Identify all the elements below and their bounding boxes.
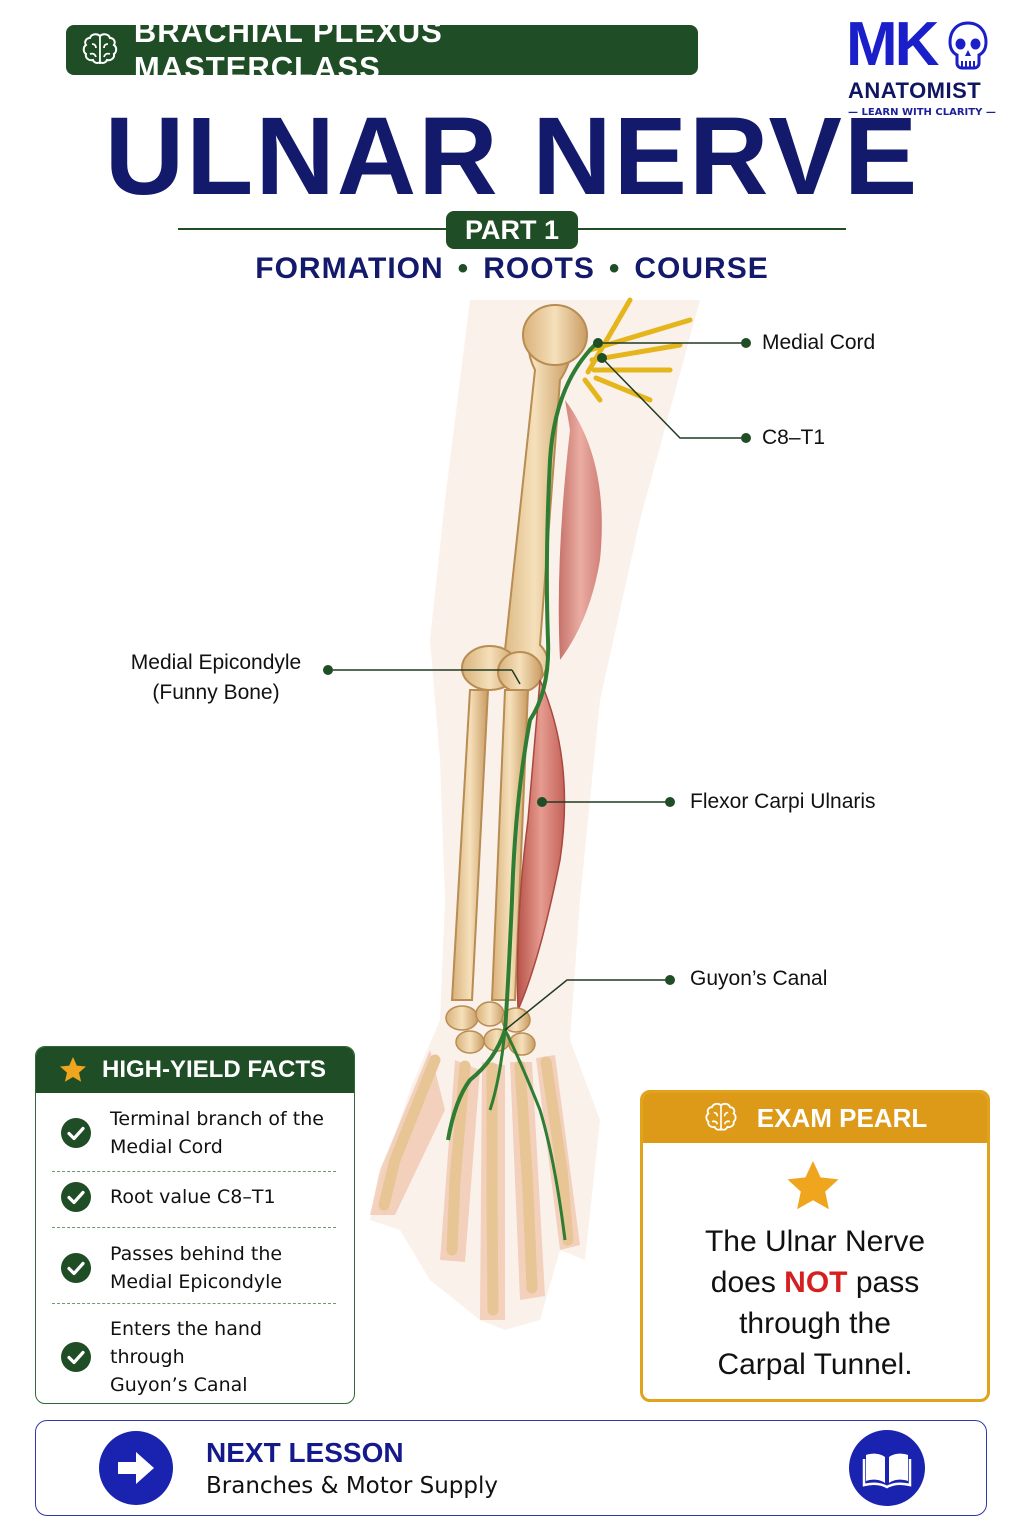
subtitle-course: COURSE	[634, 252, 769, 285]
pearl-line: does NOT pass	[643, 1262, 987, 1303]
subtitle-formation: FORMATION	[255, 252, 444, 285]
pearl-line: through the	[739, 1307, 891, 1340]
title-rule-left	[178, 228, 448, 230]
brain-icon	[705, 1102, 737, 1131]
fact-item: Root value C8–T1	[52, 1181, 336, 1213]
label-epicondyle-line1: Medial Epicondyle	[130, 651, 302, 674]
fact-line: Guyon’s Canal	[110, 1374, 248, 1396]
fact-line: Passes behind the	[110, 1243, 283, 1265]
label-flexor-carpi-ulnaris: Flexor Carpi Ulnaris	[690, 790, 876, 813]
fact-line: Medial Epicondyle	[110, 1271, 283, 1293]
page-title: ULNAR NERVE	[104, 95, 920, 218]
next-lesson-bar[interactable]: NEXT LESSON Branches & Motor Supply	[35, 1420, 987, 1516]
label-medial-epicondyle: Medial Epicondyle (Funny Bone)	[96, 648, 336, 708]
next-lesson-topic: Branches & Motor Supply	[206, 1473, 498, 1499]
logo-name: ANATOMIST	[848, 78, 982, 103]
pearl-text-post: pass	[847, 1266, 920, 1299]
facts-header: HIGH-YIELD FACTS	[36, 1047, 354, 1093]
pearl-line: The Ulnar Nerve	[704, 1225, 926, 1258]
fact-divider	[52, 1171, 336, 1172]
upper-arm-muscle	[558, 400, 602, 660]
label-c8-t1: C8–T1	[762, 426, 826, 449]
facts-heading: HIGH-YIELD FACTS	[102, 1056, 327, 1083]
fact-divider	[52, 1303, 336, 1304]
next-lesson-label: NEXT LESSON	[206, 1437, 404, 1468]
part-badge: PART 1	[446, 211, 578, 249]
star-icon	[787, 1161, 839, 1210]
pearl-not: NOT	[784, 1266, 848, 1299]
subtitle-separator: •	[608, 252, 621, 285]
carpal-bones	[445, 1001, 536, 1056]
fact-line: Enters the hand through	[110, 1318, 262, 1368]
finger-bones	[378, 1054, 574, 1316]
title-rule-right	[576, 228, 846, 230]
label-medial-cord: Medial Cord	[762, 331, 876, 354]
star-icon	[60, 1057, 86, 1082]
pearl-heading: EXAM PEARL	[756, 1102, 928, 1133]
radius	[450, 689, 490, 1001]
banner-title: BRACHIAL PLEXUS MASTERCLASS	[133, 14, 443, 85]
arm-illustration	[323, 297, 751, 1330]
brand-logo: MK ANATOMIST — LEARN WITH CLARITY —	[846, 14, 996, 124]
check-icon	[61, 1118, 91, 1148]
subtitle-roots: ROOTS	[483, 252, 595, 285]
subtitle-separator: •	[457, 252, 470, 285]
fact-line: Terminal branch of the	[110, 1108, 324, 1130]
pearl-text: The Ulnar Nerve does NOT pass through th…	[643, 1221, 987, 1385]
masterclass-banner: BRACHIAL PLEXUS MASTERCLASS	[66, 14, 698, 85]
brachial-plexus	[582, 297, 693, 403]
label-epicondyle-line2: (Funny Bone)	[152, 681, 280, 704]
arrow-right-icon[interactable]	[98, 1430, 174, 1506]
ulna	[490, 689, 530, 1001]
subtitle: FORMATION • ROOTS • COURSE	[0, 252, 1024, 286]
skull-icon	[948, 21, 988, 70]
pearl-header: EXAM PEARL	[643, 1093, 987, 1143]
fact-divider	[52, 1227, 336, 1228]
fact-line: Root value C8–T1	[110, 1186, 276, 1208]
brain-icon	[82, 33, 118, 65]
pearl-text-pre: does	[710, 1266, 785, 1299]
pearl-line: Carpal Tunnel.	[717, 1348, 913, 1381]
book-icon[interactable]	[848, 1429, 926, 1507]
ulnar-nerve	[446, 338, 602, 1141]
check-icon	[61, 1253, 91, 1283]
check-icon	[61, 1342, 91, 1372]
logo-mark: MK	[846, 10, 939, 79]
label-guyons-canal: Guyon’s Canal	[690, 967, 828, 990]
exam-pearl-panel: EXAM PEARL The Ulnar Nerve does NOT pass…	[640, 1090, 990, 1402]
check-icon	[61, 1182, 91, 1212]
logo-tagline: — LEARN WITH CLARITY —	[848, 107, 996, 118]
fact-line: Medial Cord	[110, 1136, 223, 1158]
humeral-head	[522, 304, 588, 366]
